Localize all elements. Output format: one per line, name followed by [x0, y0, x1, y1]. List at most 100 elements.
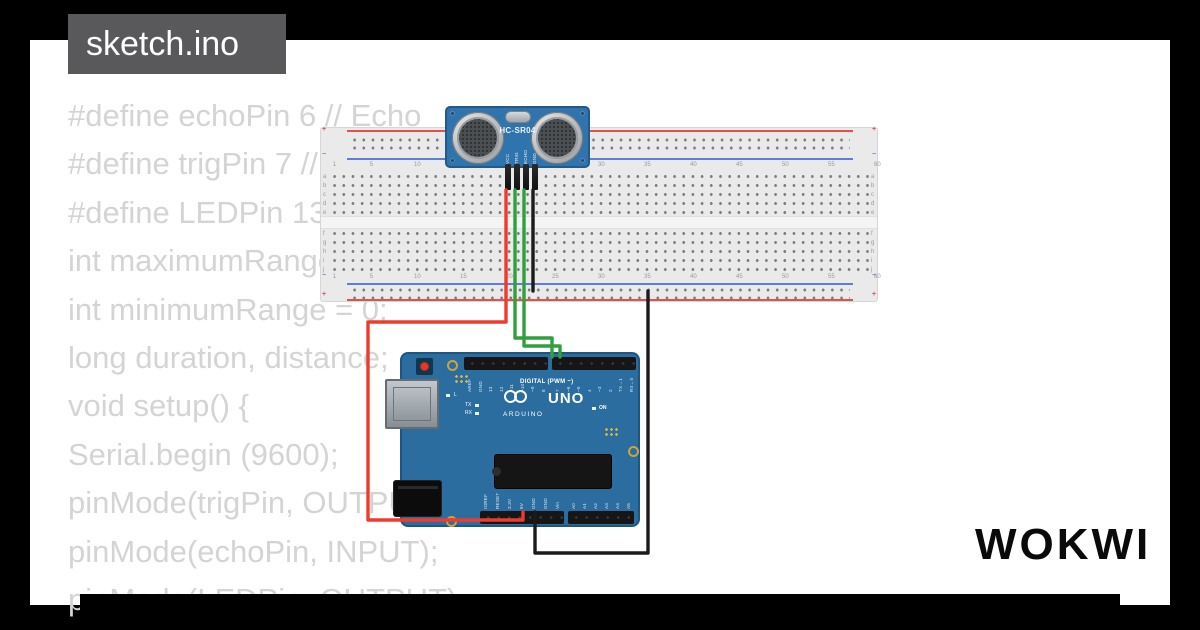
- code-line: void setup() {: [68, 388, 249, 424]
- bb-column-number: 10: [414, 162, 421, 168]
- sensor-pin-echo: [523, 164, 529, 190]
- bb-block-bottom-holes: [330, 229, 871, 274]
- bb-rail-plus-mark: +: [322, 126, 327, 133]
- bb-column-number: 5: [369, 274, 374, 280]
- sensor-corner-hole: [450, 111, 455, 116]
- file-tab-label: sketch.ino: [86, 25, 240, 63]
- pin-label: A0: [572, 502, 577, 509]
- bb-column-number: 1: [332, 162, 337, 168]
- code-line: #define echoPin 6 // Echo: [68, 98, 422, 133]
- bb-column-number: 60: [874, 162, 881, 168]
- logo-circle-right: [514, 390, 527, 403]
- pin-label: A1: [583, 502, 588, 509]
- bb-column-number: 1: [332, 274, 337, 280]
- reset-button-cap: [420, 362, 429, 371]
- bb-rail-plus-mark: +: [872, 126, 877, 133]
- bb-row-letter: d: [871, 201, 875, 207]
- led-tx: [475, 404, 479, 407]
- pin-label: A4: [616, 502, 621, 509]
- transducer-mesh: [457, 117, 499, 159]
- bb-rail-minus-mark: −: [322, 272, 327, 279]
- bb-row-letter: i: [871, 258, 873, 264]
- transducer-left: [452, 112, 504, 164]
- bb-row-letter: g: [323, 240, 327, 246]
- microcontroller-chip: [492, 454, 612, 489]
- led-l: [446, 394, 450, 397]
- bb-row-letter: f: [871, 231, 873, 237]
- bb-row-letter: f: [323, 231, 325, 237]
- bb-row-letter: e: [323, 210, 327, 216]
- bb-row-letter: h: [871, 249, 875, 255]
- bb-row-letter: c: [871, 192, 874, 198]
- bb-column-number: 15: [460, 274, 467, 280]
- led-on: [592, 407, 596, 410]
- bb-column-number: 30: [598, 162, 605, 168]
- tx-label: TX: [465, 402, 472, 408]
- board-model-label: UNO: [548, 390, 585, 407]
- bb-rail-plus-mark: +: [872, 291, 877, 298]
- sensor-pins: [447, 108, 588, 190]
- led-l-label: L: [454, 392, 457, 398]
- sensor-corner-hole: [450, 158, 455, 163]
- wokwi-logo: WOKWI: [975, 520, 1152, 569]
- bb-center-gap: [321, 216, 877, 229]
- digital-pins-label: DIGITAL (PWM ~): [520, 379, 574, 385]
- bb-row-letter: e: [871, 210, 875, 216]
- bb-row-letter: b: [871, 183, 875, 189]
- bb-column-number: 55: [828, 274, 835, 280]
- bb-column-number: 40: [690, 274, 697, 280]
- reset-button[interactable]: [416, 358, 433, 375]
- pin-label: A3: [605, 502, 610, 509]
- bb-rail-minus-mark: −: [322, 151, 327, 158]
- file-tab[interactable]: sketch.ino: [68, 14, 286, 74]
- sensor-pin-gnd: [532, 164, 538, 190]
- transducer-right: [531, 112, 583, 164]
- bb-rail-line-red-top: [347, 130, 853, 132]
- mounting-hole: [628, 446, 639, 457]
- bb-column-number: 35: [644, 274, 651, 280]
- code-line: #define LEDPin 13: [68, 194, 327, 230]
- mounting-hole: [447, 360, 458, 371]
- bb-column-number: 40: [690, 162, 697, 168]
- bb-column-number: 50: [782, 162, 789, 168]
- code-line: pinMode(echoPin, INPUT);: [68, 533, 439, 569]
- bb-row-letter: i: [323, 258, 325, 264]
- transducer-mesh: [536, 117, 578, 159]
- rx-label: RX: [465, 410, 472, 416]
- oscillator-can: [504, 111, 531, 123]
- bb-column-number: 5: [369, 162, 374, 168]
- sensor-pin-vcc: [505, 164, 511, 190]
- bb-rail-line-blue-top: [347, 158, 853, 160]
- bb-rail-plus-mark: +: [322, 291, 327, 298]
- bb-row-letter: j: [871, 267, 873, 273]
- mounting-hole: [446, 516, 457, 527]
- bb-row-letter: g: [871, 240, 875, 246]
- bb-block-top-holes: [330, 172, 871, 217]
- bb-column-number: 20: [506, 274, 513, 280]
- bb-column-number: 30: [598, 274, 605, 280]
- bb-row-letter: b: [323, 183, 327, 189]
- bb-column-number: 60: [874, 274, 881, 280]
- on-label: ON: [599, 405, 607, 411]
- bb-row-letter: d: [323, 201, 327, 207]
- bb-column-number: 10: [414, 274, 421, 280]
- chip-notch: [492, 467, 501, 476]
- bb-column-number: 35: [644, 162, 651, 168]
- arduino-infinity-logo: [504, 390, 534, 406]
- bb-column-number: 55: [828, 162, 835, 168]
- bb-row-letter: c: [323, 192, 326, 198]
- icsp-header-top: [454, 374, 469, 384]
- pin-label: A2: [594, 502, 599, 509]
- board-brand-label: ARDUINO: [503, 411, 544, 418]
- bb-column-number: 45: [736, 274, 743, 280]
- bb-row-letter: a: [871, 174, 875, 180]
- bb-rail-minus-mark: −: [872, 151, 877, 158]
- sensor-model-label: HC-SR04: [499, 126, 536, 135]
- bb-rail-line-blue-bottom: [347, 283, 853, 285]
- sensor-corner-hole: [580, 158, 585, 163]
